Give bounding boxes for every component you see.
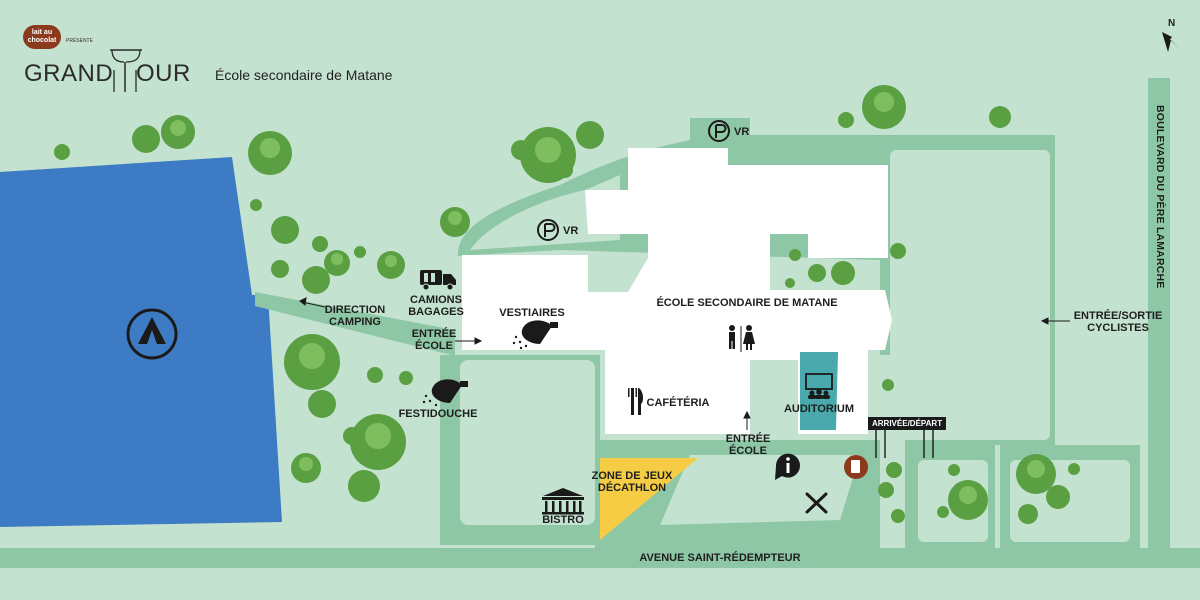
shower-icon — [512, 320, 558, 350]
building-label: ÉCOLE SECONDAIRE DE MATANE — [656, 297, 838, 309]
page-subtitle: École secondaire de Matane — [215, 67, 393, 83]
avenue-label: AVENUE SAINT-RÉDEMPTEUR — [639, 552, 801, 564]
direction-line-2: CAMPING — [329, 316, 381, 328]
cyclistes-line-2: CYCLISTES — [1087, 322, 1149, 334]
sponsor-line-2: chocolat — [27, 37, 57, 44]
parking-label-vr-north: VR — [734, 126, 750, 138]
cyclistes-label: ENTRÉE/SORTIE CYCLISTES — [1070, 310, 1166, 334]
compass-icon — [1162, 32, 1179, 52]
avenue-road — [0, 548, 1200, 568]
info-icon — [775, 453, 800, 480]
school-buildings — [462, 148, 892, 434]
direction-line-1: DIRECTION — [324, 304, 386, 316]
sponsor-line-1: lait au — [31, 29, 53, 36]
auditorium-label: AUDITORIUM — [783, 403, 855, 415]
cyclistes-line-1: ENTRÉE/SORTIE — [1073, 310, 1163, 322]
brand-title-left: GRAND — [24, 60, 114, 87]
sponsor-badge: lait au chocolat — [23, 25, 61, 49]
direction-arrows — [299, 297, 1070, 430]
boulevard-label: BOULEVARD DU PÈRE LAMARCHE — [1154, 105, 1166, 289]
camping-icon — [126, 308, 178, 360]
direction-camping-label: DIRECTION CAMPING — [322, 304, 388, 328]
cutlery-icon — [628, 388, 644, 415]
entree-west-line-1: ENTRÉE — [411, 328, 457, 340]
truck-icon — [420, 270, 456, 291]
repair-icon — [805, 492, 828, 514]
zone-line-2: DÉCATHLON — [597, 482, 667, 494]
bistro-label: BISTRO — [542, 514, 584, 526]
grand-tour-logo — [110, 49, 142, 92]
parking-icon — [537, 120, 730, 241]
trees — [54, 85, 1080, 524]
festidouche-label: FESTIDOUCHE — [398, 408, 478, 420]
arrivee-depart-sign: ARRIVÉE/DÉPART — [868, 417, 947, 430]
entree-ecole-west-label: ENTRÉE ÉCOLE — [410, 328, 458, 352]
camions-line-1: CAMIONS — [410, 294, 462, 306]
zone-jeux-label: ZONE DE JEUX DÉCATHLON — [590, 470, 674, 494]
camping-path — [255, 292, 455, 356]
compass-label: N — [1168, 18, 1176, 29]
game-zone — [600, 458, 698, 540]
entree-ecole-south-label: ENTRÉE ÉCOLE — [722, 433, 774, 457]
entree-south-line-1: ENTRÉE — [725, 433, 771, 445]
entree-west-line-2: ÉCOLE — [415, 340, 453, 352]
bistro-icon — [542, 488, 584, 515]
arrival-gate — [875, 428, 934, 458]
brand-title-right: OUR — [136, 60, 191, 87]
water-icon — [844, 455, 868, 479]
cafeteria-label: CAFÉTÉRIA — [646, 397, 710, 409]
boulevard-road — [1148, 78, 1170, 548]
zone-line-1: ZONE DE JEUX — [591, 470, 673, 482]
presentation-icon — [805, 373, 833, 399]
camions-line-2: BAGAGES — [408, 306, 464, 318]
restroom-icon — [729, 325, 755, 352]
presente-label: PRÉSENTE — [66, 38, 93, 44]
entree-south-line-2: ÉCOLE — [729, 445, 767, 457]
festidouche-shower-icon — [422, 379, 468, 407]
vestiaires-label: VESTIAIRES — [499, 307, 565, 319]
main-building — [462, 148, 892, 434]
camions-label: CAMIONS BAGAGES — [404, 294, 468, 318]
parking-label-vr-west: VR — [563, 225, 579, 237]
